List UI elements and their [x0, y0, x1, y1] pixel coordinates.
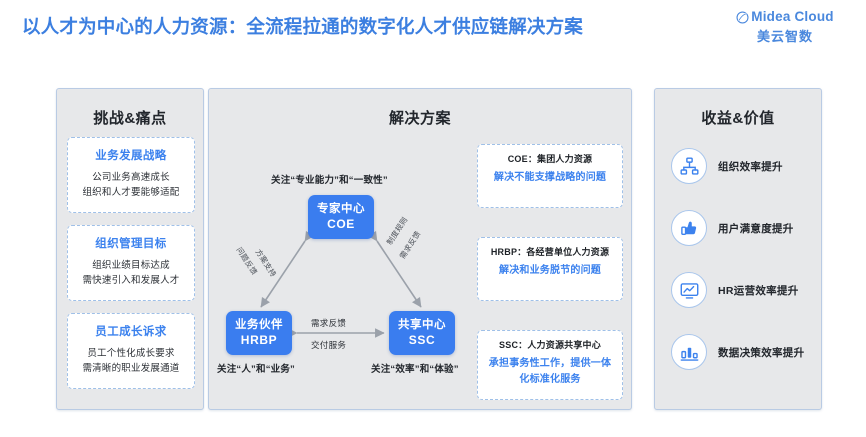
benefit-item: HR运营效率提升: [671, 269, 817, 311]
benefit-label: HR运营效率提升: [718, 284, 799, 297]
arrow-label-mid-bottom: 交付服务: [311, 340, 347, 350]
benefit-item: 用户满意度提升: [671, 207, 817, 249]
challenges-panel-title: 挑战&痛点: [93, 110, 167, 127]
benefits-panel-title: 收益&价值: [701, 110, 775, 127]
line-chart-monitor-icon: [671, 272, 707, 308]
page-title: 以人才为中心的人力资源：全流程拉通的数字化人才供应链解决方案: [22, 16, 584, 37]
challenges-panel: 挑战&痛点 业务发展战略 公司业务高速成长 组织和人才要能够适配 组织管理目标 …: [56, 88, 204, 410]
bar-chart-icon: [671, 334, 707, 370]
node-hrbp-en: HRBP: [240, 333, 278, 347]
org-chart-icon: [671, 148, 707, 184]
node-hrbp[interactable]: 业务伙伴 HRBP: [226, 311, 292, 355]
three-pillar-diagram: 关注“专业能力”和“一致性” 专家中心 COE 业务伙伴 HRBP 共享中心 S…: [209, 89, 631, 409]
challenge-card-line: 公司业务高速成长: [92, 172, 170, 183]
node-ssc[interactable]: 共享中心 SSC: [389, 311, 455, 355]
node-coe-cn: 专家中心: [317, 203, 365, 215]
benefit-item: 数据决策效率提升: [671, 331, 817, 373]
ssc-caption: 关注“效率”和“体验”: [371, 364, 459, 375]
benefit-label: 组织效率提升: [718, 160, 783, 173]
solution-desc-box: COE：集团人力资源 解决不能支撑战略的问题: [477, 144, 623, 208]
circle-swoosh-icon: [736, 10, 749, 24]
solution-desc-head: SSC：人力资源共享中心: [499, 340, 601, 350]
challenge-card: 员工成长诉求 员工个性化成长要求 需清晰的职业发展通道: [67, 313, 195, 389]
benefit-label: 用户满意度提升: [718, 222, 794, 235]
challenge-card-title: 员工成长诉求: [95, 326, 167, 338]
challenge-card: 组织管理目标 组织业绩目标达成 需快速引入和发展人才: [67, 225, 195, 301]
node-coe[interactable]: 专家中心 COE: [308, 195, 374, 239]
solution-desc-box: SSC：人力资源共享中心 承担事务性工作，提供一体化标准化服务: [477, 330, 623, 400]
solution-desc-head: HRBP：各经营单位人力资源: [490, 247, 610, 257]
challenge-card-line: 组织业绩目标达成: [92, 260, 170, 271]
slide-header: 以人才为中心的人力资源：全流程拉通的数字化人才供应链解决方案 Midea Clo…: [0, 0, 866, 62]
diagram-arrows: [260, 230, 422, 338]
benefits-panel: 收益&价值 组织效率提升 用户满意度提升: [654, 88, 822, 410]
challenge-card-line: 员工个性化成长要求: [87, 348, 175, 359]
brand-name: Midea Cloud: [751, 9, 834, 24]
brand-subtitle: 美云智数: [756, 29, 813, 44]
solution-desc-body: 解决和业务脱节的问题: [499, 265, 601, 276]
solution-panel-title: 解决方案: [388, 110, 451, 127]
solution-desc-box: HRBP：各经营单位人力资源 解决和业务脱节的问题: [477, 237, 623, 301]
node-ssc-en: SSC: [408, 333, 436, 347]
benefit-item: 组织效率提升: [671, 145, 817, 187]
challenge-card-line: 需清晰的职业发展通道: [82, 363, 180, 374]
challenge-card-title: 业务发展战略: [95, 150, 167, 162]
benefit-label: 数据决策效率提升: [718, 346, 805, 359]
solution-desc-head: COE：集团人力资源: [507, 154, 593, 164]
solution-desc-body: 解决不能支撑战略的问题: [493, 172, 607, 183]
node-hrbp-cn: 业务伙伴: [235, 319, 283, 331]
hrbp-caption: 关注“人”和“业务”: [217, 364, 296, 375]
challenge-card-line: 需快速引入和发展人才: [82, 275, 180, 286]
challenge-card: 业务发展战略 公司业务高速成长 组织和人才要能够适配: [67, 137, 195, 213]
brand-logo: Midea Cloud 美云智数: [720, 10, 850, 45]
solution-desc-body: 承担事务性工作，提供一体化标准化服务: [488, 358, 612, 385]
challenge-card-line: 组织和人才要能够适配: [82, 187, 180, 198]
node-ssc-cn: 共享中心: [398, 319, 446, 331]
arrow-label-mid-top: 需求反馈: [311, 318, 347, 328]
coe-caption: 关注“专业能力”和“一致性”: [271, 175, 388, 186]
challenge-card-title: 组织管理目标: [95, 238, 167, 250]
node-coe-en: COE: [327, 217, 355, 231]
solution-panel: 解决方案 关注“专业能力”和“一致性” 专家中心 COE: [208, 88, 632, 410]
thumbs-up-icon: [671, 210, 707, 246]
